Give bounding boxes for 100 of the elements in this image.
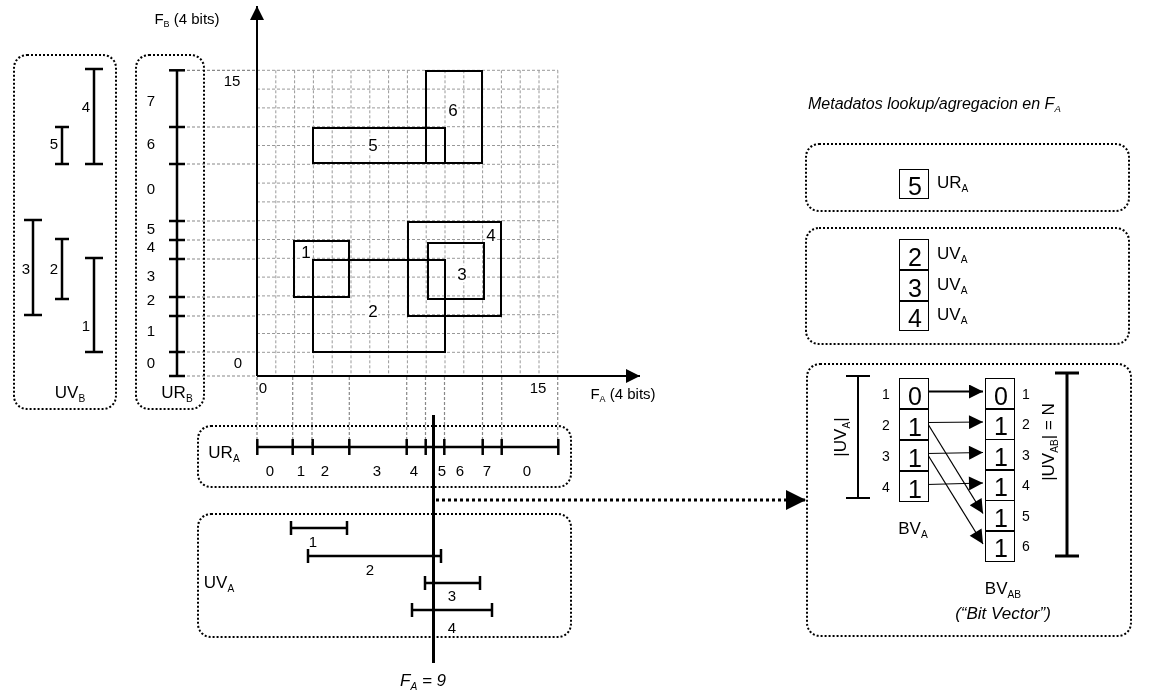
bit-value: 1 [908, 414, 922, 439]
bit-value: 0 [994, 383, 1008, 408]
bit-cell [899, 270, 929, 301]
range-rectangle [427, 242, 485, 300]
rectangle-number: 1 [300, 243, 312, 261]
range-number: 2 [320, 462, 330, 478]
range-rectangle [312, 259, 446, 353]
interval-number: 5 [49, 135, 59, 151]
bit-cell [985, 469, 1015, 501]
interval-number: 1 [308, 533, 318, 549]
interval-number: 2 [365, 561, 375, 577]
dotted-panel [806, 363, 1132, 637]
bit-cell [899, 409, 929, 440]
bit-cell [899, 239, 929, 270]
rectangle-number: 3 [456, 265, 468, 283]
range-number: 6 [455, 462, 465, 478]
bit-value: 1 [994, 505, 1008, 530]
range-number: 3 [372, 462, 382, 478]
axis-label: 15 [223, 72, 241, 88]
dotted-panel [805, 227, 1130, 345]
dotted-panel [135, 54, 205, 410]
rectangle-number: 6 [447, 101, 459, 119]
bit-cell [985, 408, 1015, 440]
bit-value: 0 [908, 383, 922, 408]
range-number: 1 [296, 462, 306, 478]
cell-caption: UV$_{A}$ [937, 244, 968, 265]
bit-value: 1 [994, 413, 1008, 439]
rectangle-number: 4 [485, 226, 497, 244]
bit-value: 1 [994, 474, 1008, 500]
interval-number: 4 [447, 619, 457, 635]
panel-label: UR$_{B}$ [161, 384, 193, 404]
cell-caption: UV$_{A}$ [937, 275, 968, 296]
index-number: 4 [1022, 478, 1030, 492]
index-number: 3 [882, 448, 890, 463]
bit-cell [899, 471, 929, 502]
dotted-panel [197, 513, 572, 638]
range-number: 5 [146, 220, 156, 236]
index-number: 5 [1022, 508, 1030, 523]
range-number: 0 [265, 462, 275, 478]
axis-label: F$_{A}$ (4 bits) [590, 385, 656, 405]
rectangle-number: 2 [367, 302, 379, 320]
interval-number: 3 [447, 587, 457, 603]
axis-label: F$_{B}$ (4 bits) [154, 10, 220, 30]
dotted-panel [197, 425, 572, 488]
rectangle-number: 5 [367, 136, 379, 154]
bit-cell [899, 169, 929, 199]
range-number: 2 [146, 291, 156, 307]
bit-cell [985, 530, 1015, 562]
panel-label: UR$_{A}$ [208, 444, 240, 464]
bit-value: 1 [994, 444, 1008, 469]
bit-value: 2 [908, 244, 922, 269]
index-number: 1 [1022, 386, 1030, 401]
bit-value: 3 [908, 275, 922, 300]
dotted-panel [13, 54, 117, 410]
bit-cell [899, 378, 929, 409]
bit-value: 1 [908, 476, 922, 501]
bit-value: 4 [908, 305, 922, 331]
range-number: 0 [146, 180, 156, 196]
range-number: 6 [146, 135, 156, 151]
bit-cell [985, 500, 1015, 531]
dotted-arrow [436, 490, 806, 510]
bit-cell [985, 378, 1015, 409]
panel-label: UV$_{A}$ [203, 574, 235, 594]
vector-label: BV$_{AB}$ [984, 580, 1022, 600]
axis-label: 0 [233, 354, 243, 370]
index-number: 4 [882, 479, 890, 494]
range-number: 4 [146, 238, 156, 254]
vector-label: (“Bit Vector”) [955, 604, 1051, 622]
vector-label: BV$_{A}$ [898, 520, 928, 540]
bit-cell [985, 439, 1015, 470]
interval-number: 3 [21, 260, 31, 276]
bit-value: 1 [994, 535, 1008, 561]
cell-caption: UR$_{A}$ [937, 174, 969, 194]
index-number: 6 [1022, 539, 1030, 553]
range-number: 3 [146, 267, 156, 283]
bit-cell [899, 301, 929, 331]
panel-label: UV$_{B}$ [54, 384, 86, 404]
interval-number: 2 [49, 260, 59, 276]
range-number: 7 [146, 92, 156, 108]
index-number: 2 [882, 417, 890, 432]
range-rectangle [425, 70, 483, 164]
diagram-title: Metadatos lookup/agregacion en F$_{A}$ [808, 96, 1061, 114]
range-number: 0 [522, 462, 532, 478]
index-number: 2 [1022, 417, 1030, 431]
axis-label: 0 [258, 379, 268, 395]
range-number: 4 [409, 462, 419, 478]
cut-line-label: F$_{A}$ = 9 [400, 672, 446, 692]
bit-cell [899, 440, 929, 471]
index-number: 1 [882, 386, 890, 401]
index-number: 3 [1022, 447, 1030, 462]
range-number: 0 [146, 354, 156, 370]
bit-value: 5 [908, 173, 922, 199]
dotted-panel [805, 143, 1130, 212]
interval-number: 4 [81, 98, 91, 114]
cut-line [432, 415, 436, 663]
axis-label: 15 [529, 379, 547, 395]
range-number: 7 [482, 462, 492, 478]
range-rectangle [407, 221, 502, 317]
interval-number: 1 [81, 317, 91, 333]
bit-value: 1 [908, 445, 922, 470]
